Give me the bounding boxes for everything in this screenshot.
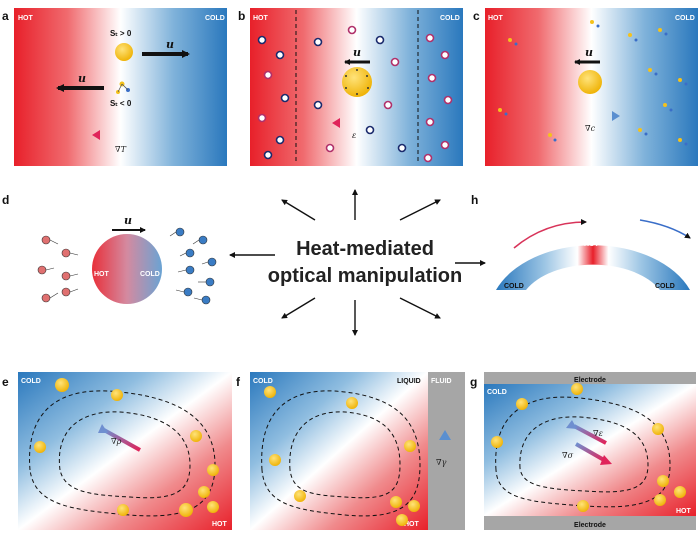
hot-label: HOT [212, 521, 228, 528]
hot-molecules [37, 235, 79, 303]
hot-label: HOT [488, 15, 504, 22]
cold-label: COLD [253, 378, 273, 385]
cold-right-label: COLD [655, 283, 675, 290]
gradient-arrow-head [612, 111, 620, 121]
center-title-line2: optical manipulation [268, 265, 462, 287]
st-positive-label: Sₜ > 0 [110, 29, 132, 38]
gradient-arrow-head [439, 430, 451, 440]
panel-e: e COLD HOT ∇ρ [2, 372, 232, 530]
cold-left-label: COLD [504, 283, 524, 290]
particles [491, 383, 686, 512]
grad-sigma-arrow-head [600, 455, 612, 465]
epsilon-label: ε [352, 131, 356, 140]
grad-eps-arrow-head [566, 420, 577, 429]
arc-arrow-right [639, 219, 691, 239]
u-right-label: u [166, 38, 174, 51]
panel-f: f COLD LIQUID FLUID HOT ∇γ [236, 372, 465, 530]
particles [264, 386, 420, 526]
janus-particle [92, 234, 162, 304]
gradient-arrow-head [98, 424, 108, 433]
surface-charges [345, 69, 369, 95]
inner-flow-loop [58, 411, 191, 499]
particle [115, 43, 133, 61]
panel-letter: f [236, 375, 241, 389]
gradient-label: ∇c [585, 124, 596, 133]
gradient-bg [250, 372, 428, 530]
grad-sigma-arrow [575, 442, 605, 462]
panel-letter: e [2, 375, 9, 389]
st-negative-label: Sₜ < 0 [110, 99, 132, 108]
liquid-label: LIQUID [397, 378, 421, 385]
fluid-label: FLUID [431, 378, 452, 385]
panel-b: b HOT COLD u ε [238, 8, 463, 166]
panel-letter: c [473, 9, 480, 23]
panel-letter: h [471, 193, 478, 207]
u-label: u [585, 46, 593, 59]
outer-flow-loop [495, 396, 671, 508]
cold-label: COLD [205, 15, 225, 22]
inner-flow-loop [289, 411, 401, 499]
panel-letter: g [470, 375, 477, 389]
gradient-arrow [103, 428, 141, 452]
panel-d: d HOT COLD u [2, 193, 217, 305]
gradient-arrow-head [92, 130, 100, 140]
gradient-arrow-head [332, 118, 340, 128]
molecule-icon [116, 81, 130, 94]
panel-letter: a [2, 9, 9, 23]
center-hub: Heat-mediated optical manipulation [229, 189, 486, 336]
grad-eps-arrow [573, 424, 607, 445]
gradient-label: ∇ρ [111, 437, 122, 446]
panel-a: a HOT COLD Sₜ > 0 u u Sₜ < 0 ∇T [2, 8, 227, 166]
top-electrode [484, 372, 696, 384]
cold-molecules [169, 227, 217, 305]
u-label: u [353, 46, 361, 59]
gradient-label: ∇T [115, 145, 127, 154]
cold-label: COLD [140, 271, 160, 278]
u-label: u [124, 214, 132, 227]
gradient-label: ∇γ [436, 458, 447, 467]
panel-c: c HOT COLD u ∇c [473, 8, 698, 166]
gradient-bg [18, 372, 232, 530]
curved-substrate [496, 245, 690, 290]
particles [34, 378, 219, 517]
panel-letter: b [238, 9, 245, 23]
charged-particle [342, 67, 372, 97]
hot-label: HOT [253, 15, 269, 22]
cold-label: COLD [440, 15, 460, 22]
hot-label: HOT [18, 15, 34, 22]
electrode-bottom-label: Electrode [574, 522, 606, 529]
center-title-line1: Heat-mediated [296, 238, 434, 260]
inner-flow-loop [519, 416, 649, 493]
hot-label: HOT [584, 241, 600, 248]
hot-label: HOT [94, 271, 110, 278]
panel-letter: d [2, 193, 9, 207]
cold-label: COLD [487, 389, 507, 396]
outer-flow-loop [261, 390, 421, 517]
particle [578, 70, 602, 94]
grad-sigma-label: ∇σ [562, 451, 574, 460]
cold-label: COLD [21, 378, 41, 385]
electrode-top-label: Electrode [574, 377, 606, 384]
cold-label: COLD [675, 15, 695, 22]
solute-molecules [498, 20, 688, 146]
radial-arrows [229, 189, 486, 336]
hot-label: HOT [676, 508, 692, 515]
hot-label: HOT [404, 521, 420, 528]
bottom-electrode [484, 516, 696, 530]
panel-h: h HOT COLD COLD [471, 193, 691, 290]
arc-arrow-left [513, 219, 587, 249]
u-left-label: u [78, 72, 86, 85]
ions [257, 25, 453, 163]
grad-eps-label: ∇ε [593, 429, 603, 438]
panel-g: g Electrode Electrode COLD HOT ∇ε ∇σ [470, 372, 696, 530]
